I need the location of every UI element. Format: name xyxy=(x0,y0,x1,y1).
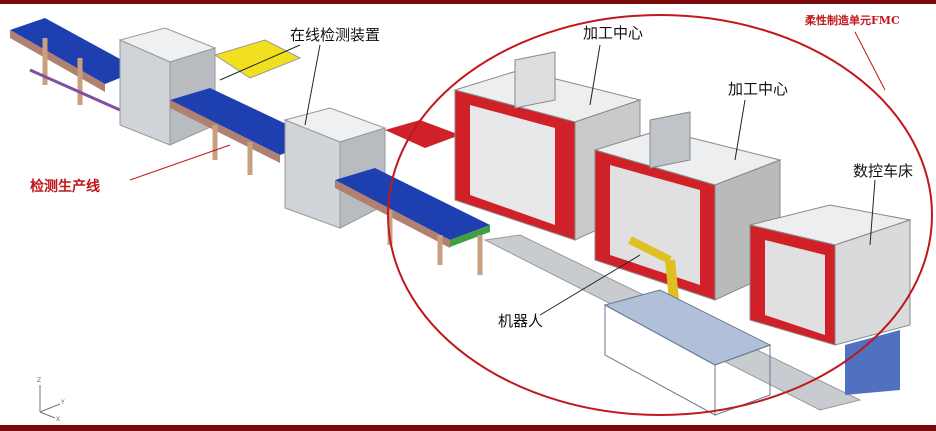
leader-lines xyxy=(129,31,886,316)
axis-x-label: X xyxy=(56,416,61,423)
machining-center-2 xyxy=(593,111,782,301)
axis-triad xyxy=(39,385,61,419)
cnc-lathe xyxy=(749,204,912,395)
top-border xyxy=(0,0,936,4)
label-inspection-device: 在线检测装置 xyxy=(290,26,381,44)
conveyor-1 xyxy=(10,18,140,112)
label-fmc: 柔性制造单元FMC xyxy=(805,14,900,27)
conveyor-3 xyxy=(335,168,490,275)
inspection-device-1 xyxy=(118,27,217,146)
label-inspection-line: 检测生产线 xyxy=(30,179,100,195)
bottom-border xyxy=(0,425,936,431)
pallet-rack xyxy=(603,289,772,416)
label-machining-center-2: 加工中心 xyxy=(728,80,789,98)
axis-z-label: Z xyxy=(37,377,42,384)
fmc-boundary xyxy=(387,14,933,416)
label-cnc-lathe: 数控车床 xyxy=(853,162,914,180)
label-machining-center-1: 加工中心 xyxy=(583,24,644,42)
axis-y-label: Y xyxy=(61,399,65,406)
inspection-device-2 xyxy=(283,107,387,229)
transfer-table xyxy=(385,120,460,148)
conveyor-2 xyxy=(170,88,320,175)
label-robot: 机器人 xyxy=(498,312,544,330)
slide-chute xyxy=(213,39,302,79)
